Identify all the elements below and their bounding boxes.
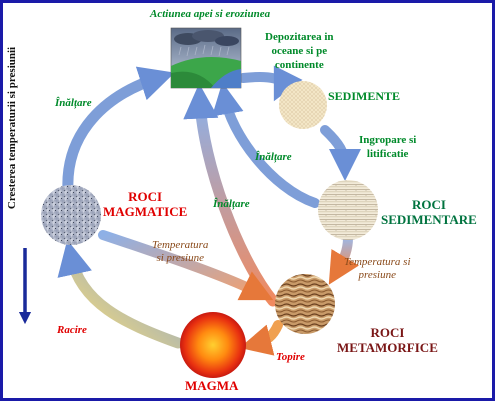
burial-label: Ingropare si litificatie	[359, 134, 417, 160]
cooling-label: Racire	[57, 324, 87, 336]
diagram-graphics	[18, 27, 378, 378]
arrow-deposition	[238, 65, 303, 102]
uplift-left-label: Înălțare	[55, 97, 92, 109]
weathering-label: Actiunea apei si eroziunea	[150, 8, 271, 20]
sedimentary-rocks-title: ROCI SEDIMENTARE	[381, 197, 477, 227]
igneous-rock-circle	[41, 185, 101, 245]
arrow-sed-to-metamorphic	[328, 233, 359, 285]
magma-title: MAGMA	[185, 378, 239, 393]
arrow-melting	[239, 320, 283, 356]
arrow-burial	[320, 125, 361, 181]
sediments-circle	[279, 81, 327, 129]
metamorphic-rocks-title: ROCI METAMORFICE	[337, 325, 438, 355]
uplift-mid-label: Înălțare	[255, 151, 292, 163]
sediments-title: SEDIMENTE	[328, 89, 401, 103]
arrow-igneous-to-metamorphic	[98, 230, 274, 301]
arrow-uplift-sedimentary	[211, 82, 320, 208]
uplift-center-label: Înălțare	[213, 198, 250, 210]
landscape-image	[170, 27, 242, 89]
arrow-uplift-left	[62, 66, 175, 197]
melting-label: Topire	[276, 351, 305, 363]
metamorphic-rock-circle	[275, 274, 335, 334]
magma-circle	[180, 312, 246, 378]
side-axis-label: Cresterea temperaturii si presiunii	[6, 46, 18, 210]
deposition-label: Depozitarea in oceane si pe continente	[265, 31, 334, 71]
igneous-rocks-title: ROCI MAGMATICE	[103, 189, 188, 219]
temp-pressure-left-label: Temperatura si presiune	[152, 239, 209, 264]
arrow-cooling	[57, 239, 184, 349]
sedimentary-rock-circle	[318, 180, 378, 240]
temp-pressure-right-label: Temperatura si presiune	[344, 256, 411, 281]
